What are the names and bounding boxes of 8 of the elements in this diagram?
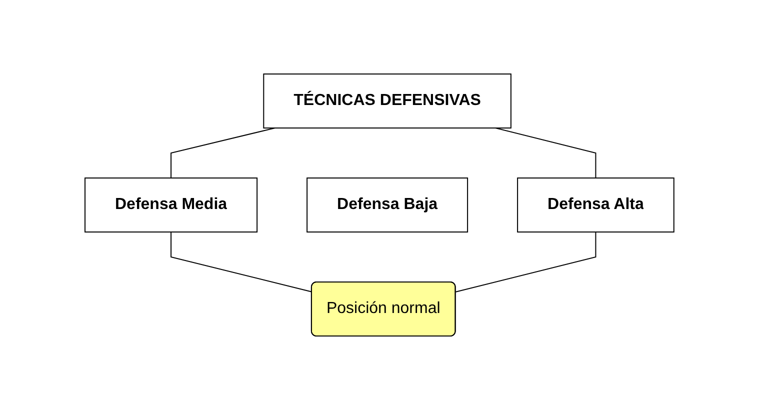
node-box: TÉCNICAS DEFENSIVAS <box>262 74 511 128</box>
node-box: Defensa Media <box>84 178 258 232</box>
connector <box>170 128 276 178</box>
node-box: Defensa Alta <box>516 178 674 232</box>
connector <box>494 128 596 178</box>
connector <box>454 232 596 292</box>
node-box: Defensa Baja <box>306 178 468 232</box>
connector <box>170 232 312 292</box>
